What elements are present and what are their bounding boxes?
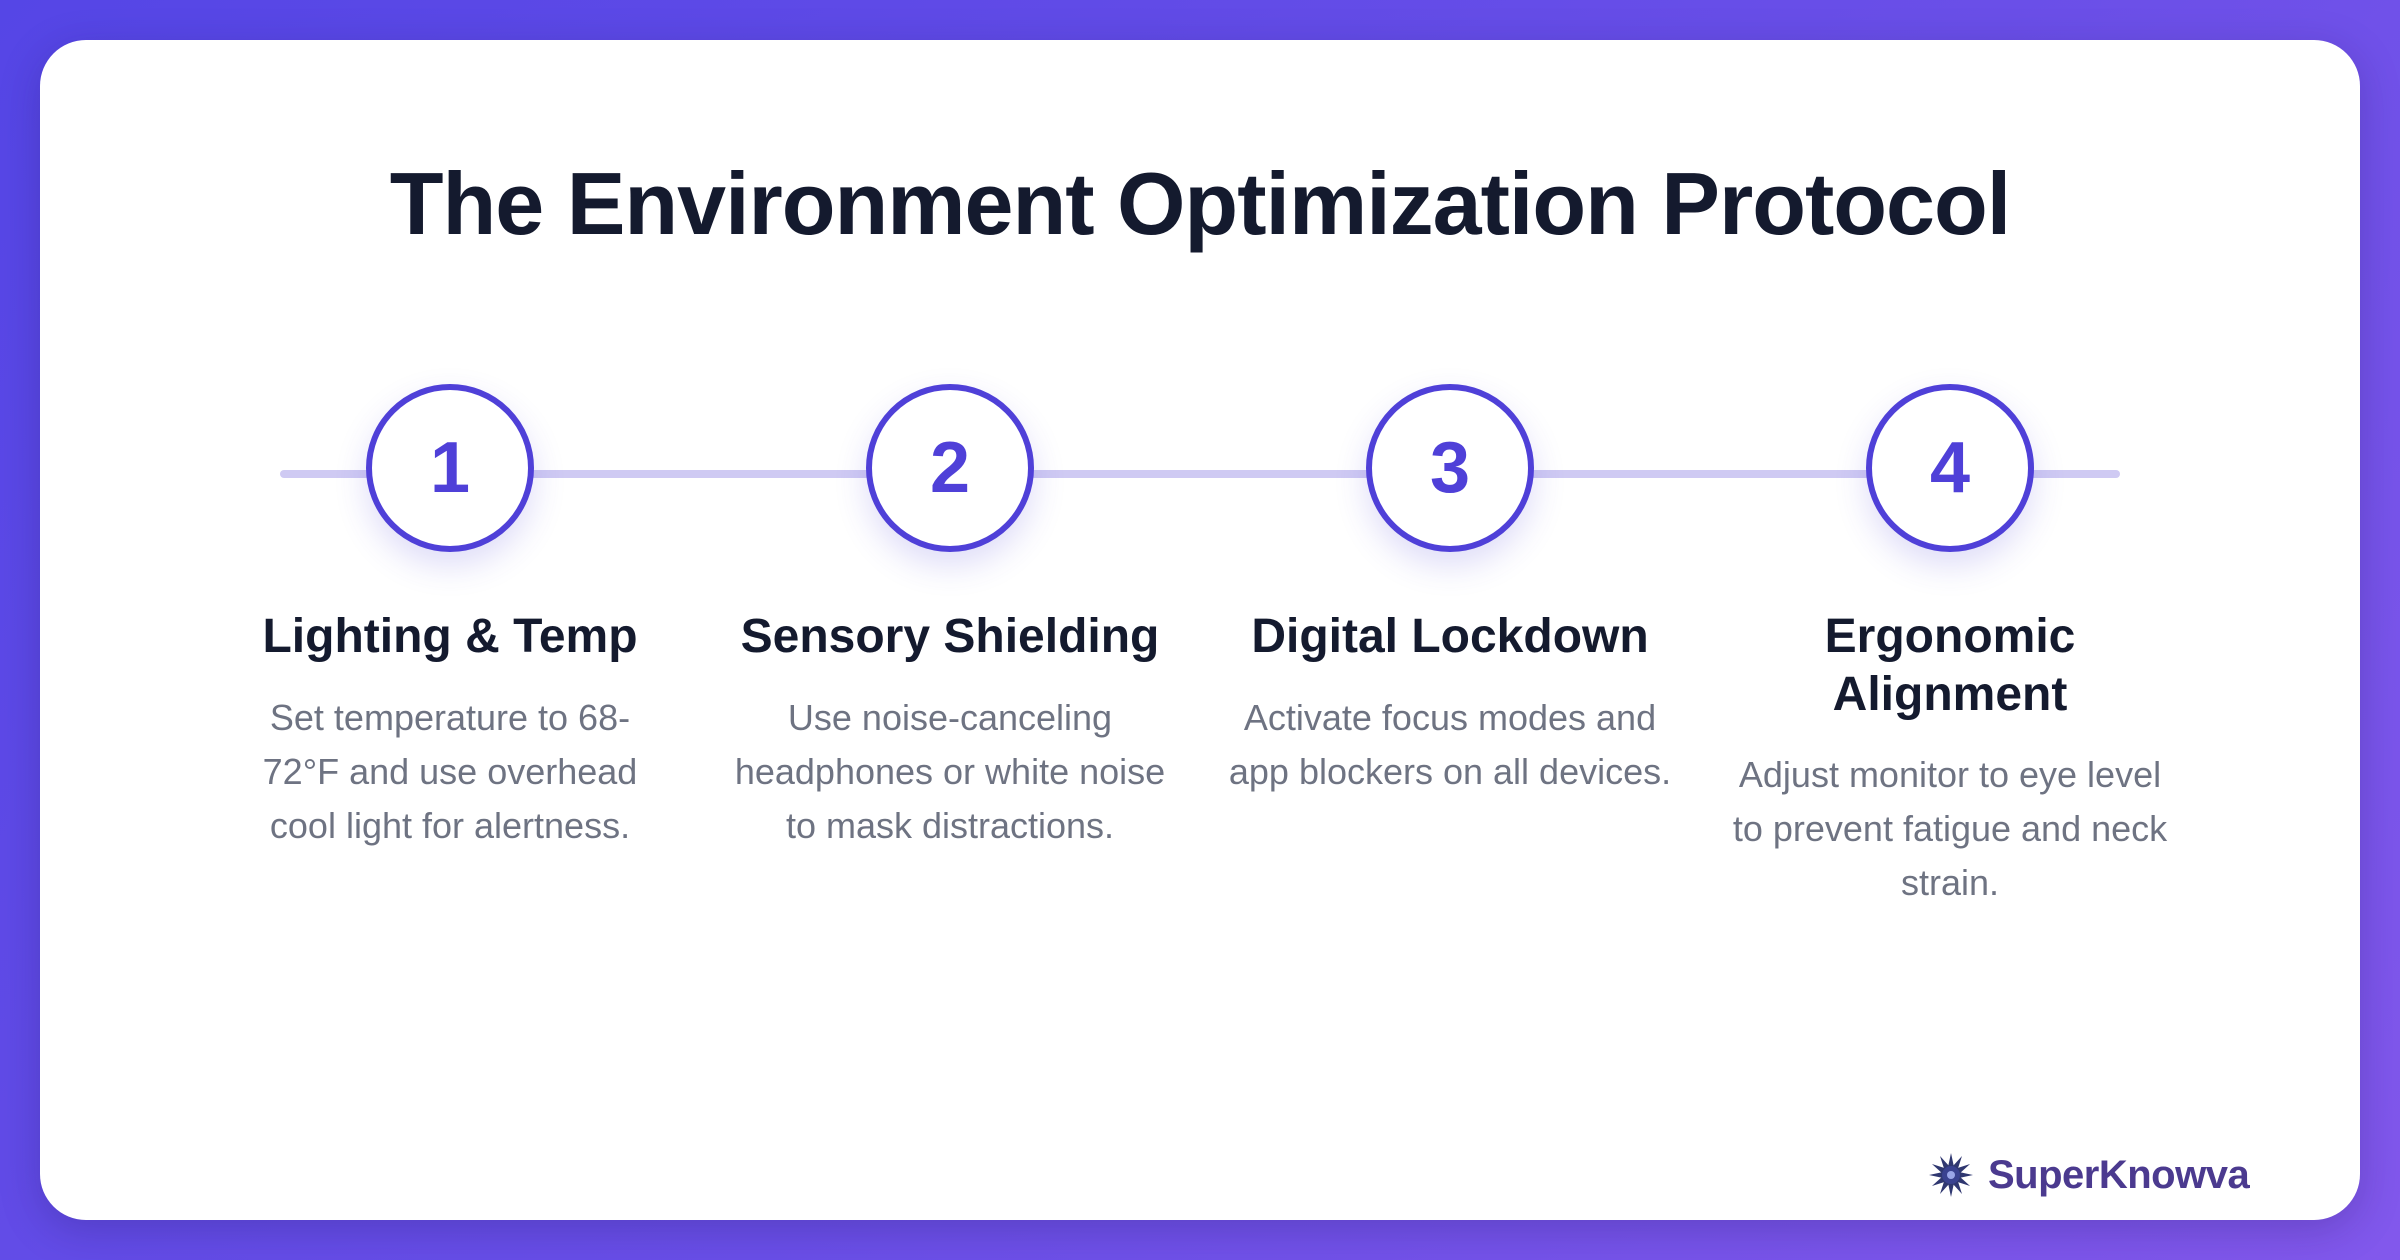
step-1-number-circle: 1 [366,384,534,552]
step-2-description: Use noise-canceling headphones or white … [734,697,1166,846]
steps-connector-line [280,470,2120,478]
step-1-description: Set temperature to 68-72°F and use overh… [262,697,638,846]
step-3-description: Activate focus modes and app blockers on… [1228,697,1672,792]
step-1-title: Lighting & Temp [262,610,638,663]
step-3-number-circle: 3 [1366,384,1534,552]
step-4-description: Adjust monitor to eye level to prevent f… [1732,754,2168,903]
starburst-logo-icon [1929,1153,1973,1197]
brand-logo: SuperKnowva [1928,1152,2250,1198]
content-card [40,40,2360,1220]
step-4-title: Ergonomic Alignment [1824,610,2076,721]
page-title: The Environment Optimization Protocol [389,154,2011,253]
step-2-title: Sensory Shielding [740,610,1160,663]
step-3-title: Digital Lockdown [1251,610,1649,663]
brand-name: SuperKnowva [1988,1152,2250,1197]
step-2-number-circle: 2 [866,384,1034,552]
step-4-number-circle: 4 [1866,384,2034,552]
